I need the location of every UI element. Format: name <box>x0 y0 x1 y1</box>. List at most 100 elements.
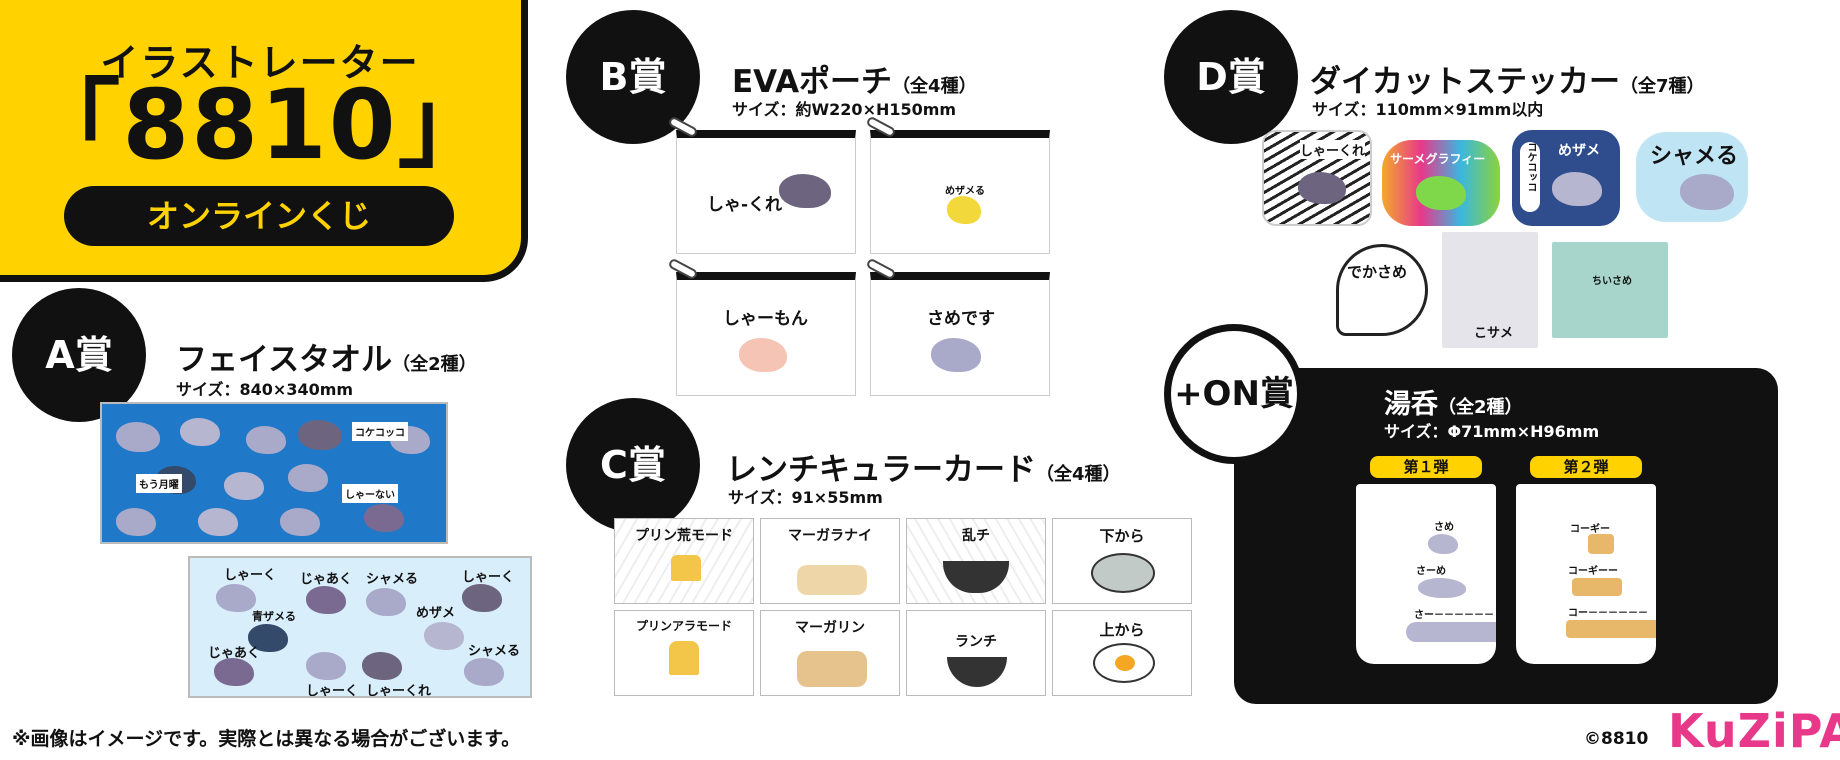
shark-illustration <box>198 508 238 536</box>
bento-illustration <box>943 561 1009 593</box>
card-label: マーガラナイ <box>788 528 872 544</box>
card-label: ランチ <box>955 634 997 650</box>
prize-a-name: フェイスタオル（全2種） <box>176 334 477 379</box>
shark-illustration <box>116 508 156 536</box>
prize-c-badge: C賞 <box>566 398 700 532</box>
sticker-item: シャメる <box>1636 132 1748 222</box>
cup-label: さーめ <box>1416 566 1446 577</box>
egg-illustration <box>1091 553 1155 593</box>
lenticular-card: マーガラナイ <box>760 518 900 604</box>
prize-d-badge: D賞 <box>1164 10 1298 144</box>
prize-on-name: 湯呑（全2種） <box>1384 382 1523 421</box>
towel-light-image: しゃーく じゃあく シャメる しゃーく 青ザメる めザメ じゃあく シャメる し… <box>188 556 532 698</box>
prize-on-size: サイズ：Φ71mm×H96mm <box>1384 422 1600 441</box>
card-label: マーガリン <box>795 620 865 636</box>
toast-illustration <box>797 565 867 595</box>
shark-illustration <box>464 658 504 686</box>
shark-illustration <box>1552 172 1602 206</box>
shark-illustration <box>931 338 981 372</box>
yunomi-cup: さめ さーめ さー－－－－－－ <box>1356 484 1496 664</box>
prize-b-name: EVAポーチ（全4種） <box>732 56 977 101</box>
towel-light-word: じゃあく <box>208 646 261 661</box>
sticker-item: サーメグラフィー <box>1382 140 1500 226</box>
copyright: ©8810 <box>1584 729 1649 749</box>
towel-blue-word: しゃーない <box>342 484 398 503</box>
pouch-item: さめです <box>870 272 1050 396</box>
towel-light-word: しゃーく <box>462 570 515 585</box>
shark-illustration <box>224 472 264 500</box>
lenticular-card: 下から <box>1052 518 1192 604</box>
sticker-label: ちいさめ <box>1592 276 1632 287</box>
pouch-label: しゃーもん <box>723 309 808 329</box>
card-label: プリンアラモード <box>635 619 732 633</box>
lenticular-card: 上から <box>1052 610 1192 696</box>
prize-a-title: フェイスタオル <box>176 342 393 378</box>
title-subtitle: イラストレーター <box>100 41 420 85</box>
shark-illustration <box>779 174 831 208</box>
prize-on-kinds: （全2種） <box>1438 397 1523 418</box>
shark-illustration <box>280 508 320 536</box>
shark-illustration <box>462 584 502 612</box>
prize-a-size: サイズ：840×340mm <box>176 380 354 399</box>
shark-illustration <box>246 426 286 454</box>
prize-a-badge: A賞 <box>12 288 146 422</box>
card-label: 乱チ <box>962 528 990 544</box>
cup-label: さめ <box>1434 522 1454 533</box>
sticker-label: コケコッコ <box>1520 142 1540 212</box>
dan2-badge: 第２弾 <box>1530 456 1642 478</box>
shark-illustration <box>424 622 464 650</box>
sticker-label: こサメ <box>1474 326 1514 341</box>
lenticular-card: マーガリン <box>760 610 900 696</box>
cup-label: コー－－－－－－ <box>1568 608 1648 619</box>
prize-c-title: レンチキュラーカード <box>726 452 1036 488</box>
prize-d-name: ダイカットステッカー（全7種） <box>1310 56 1705 101</box>
card-label: 上から <box>1099 621 1145 639</box>
title-main: 「8810」 <box>24 69 496 181</box>
shark-illustration <box>306 586 346 614</box>
prize-c-size: サイズ：91×55mm <box>728 488 883 507</box>
shark-illustration <box>1298 172 1346 204</box>
shark-illustration <box>298 420 342 450</box>
towel-blue-image: もう月曜 コケコッコ しゃーない <box>100 402 448 544</box>
corgi-illustration <box>1572 578 1622 596</box>
towel-light-word: しゃーく <box>306 684 359 698</box>
prize-d-title: ダイカットステッカー <box>1310 64 1620 100</box>
on-prize-panel <box>1234 368 1778 704</box>
cup-label: さー－－－－－－ <box>1414 610 1494 621</box>
cup-label: コーギーー <box>1568 566 1618 577</box>
sticker-item: でかさめ <box>1336 244 1428 336</box>
prize-on-badge: +ON賞 <box>1164 324 1304 464</box>
pudding-illustration <box>671 555 701 581</box>
shark-illustration <box>364 504 404 532</box>
sticker-label: シャメる <box>1650 144 1739 169</box>
pouch-item: めザメる <box>870 130 1050 254</box>
towel-blue-word: もう月曜 <box>136 474 182 493</box>
sticker-item: ちいさめ <box>1552 242 1668 338</box>
towel-light-word: めザメ <box>416 606 456 621</box>
title-pill: オンラインくじ <box>64 186 454 246</box>
lenticular-card: 乱チ <box>906 518 1046 604</box>
cup-label: コーギー <box>1570 524 1610 535</box>
prize-b-kinds: （全4種） <box>892 76 977 97</box>
towel-light-word: シャメる <box>468 644 521 659</box>
sticker-item: コケコッコ めザメ <box>1512 130 1620 226</box>
towel-light-word: 青ザメる <box>252 610 296 623</box>
shark-illustration <box>248 624 288 652</box>
prize-b-size: サイズ：約W220×H150mm <box>732 100 957 119</box>
shark-illustration <box>306 652 346 680</box>
prize-c-kinds: （全4種） <box>1036 464 1121 485</box>
sticker-item: しゃーくれ <box>1262 130 1372 226</box>
egg-illustration <box>1093 643 1155 683</box>
card-label: プリン荒モード <box>635 528 733 544</box>
shark-illustration <box>739 338 787 372</box>
pouch-item: しゃーもん <box>676 272 856 396</box>
prize-c-name: レンチキュラーカード（全4種） <box>726 444 1121 489</box>
prize-a-kinds: （全2種） <box>392 354 477 375</box>
card-label: 下から <box>1099 527 1145 545</box>
prize-b-title: EVAポーチ <box>732 64 893 100</box>
sticker-label: めザメ <box>1558 143 1600 159</box>
toast-illustration <box>797 651 867 687</box>
shark-illustration <box>116 422 160 452</box>
towel-blue-word: コケコッコ <box>352 422 408 441</box>
long-shark-illustration <box>1406 622 1496 642</box>
